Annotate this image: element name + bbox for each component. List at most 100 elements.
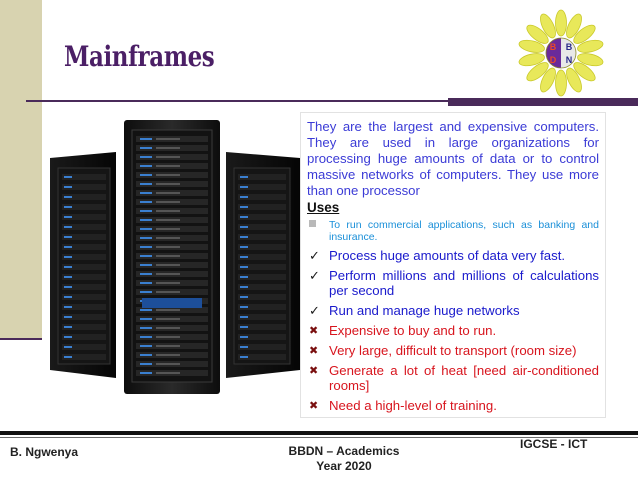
rack-unit — [64, 296, 72, 298]
list-item-text: Generate a lot of heat [need air-conditi… — [329, 363, 599, 393]
rack-unit — [64, 336, 72, 338]
rack-unit — [62, 204, 106, 210]
logo-petal — [526, 62, 549, 82]
rack-unit — [62, 334, 106, 340]
bbdn-flower-logo: B B D N — [518, 9, 604, 97]
rack-unit — [64, 206, 72, 208]
rack-unit — [140, 156, 152, 158]
intro-paragraph: They are the largest and expensive compu… — [307, 119, 599, 198]
list-item-text: Very large, difficult to transport (room… — [329, 343, 577, 358]
list-item-text: Process huge amounts of data very fast. — [329, 248, 566, 263]
list-item: ✖ Very large, difficult to transport (ro… — [307, 343, 599, 358]
logo-letter-d: D — [550, 55, 557, 65]
rack-unit — [238, 344, 286, 350]
rack-unit — [240, 356, 248, 358]
rack-unit — [140, 147, 152, 149]
rack-unit — [156, 318, 180, 320]
rack-unit — [62, 184, 106, 190]
cross-icon: ✖ — [309, 345, 319, 357]
rack-unit — [156, 282, 180, 284]
rack-unit — [240, 246, 248, 248]
list-item: To run commercial applications, such as … — [307, 219, 599, 243]
rack-unit — [238, 204, 286, 210]
rack-unit — [240, 226, 248, 228]
rack-unit — [156, 156, 180, 158]
rack-unit — [140, 228, 152, 230]
rack-unit — [62, 244, 106, 250]
left-decorative-bar — [0, 0, 42, 338]
left-divider — [0, 338, 42, 340]
rack-unit — [156, 192, 180, 194]
rack-unit — [140, 165, 152, 167]
rack-unit — [240, 286, 248, 288]
rack-unit — [140, 201, 152, 203]
rack-unit — [64, 256, 72, 258]
rack-unit — [238, 304, 286, 310]
logo-center: B B D N — [545, 37, 577, 69]
rack-unit — [156, 219, 180, 221]
rack-unit — [156, 228, 180, 230]
list-item: ✖ Need a high-level of training. — [307, 398, 599, 413]
rack-unit — [156, 264, 180, 266]
list-item-text: Expensive to buy and to run. — [329, 323, 497, 338]
rack-unit — [238, 354, 286, 360]
rack-unit — [140, 273, 152, 275]
rack-unit — [140, 372, 152, 374]
list-item-text: Run and manage huge networks — [329, 303, 520, 318]
logo-petals — [518, 9, 604, 97]
logo-letter-b1: B — [550, 42, 557, 52]
rack-unit — [156, 354, 180, 356]
rack-unit — [238, 244, 286, 250]
rack-unit — [62, 224, 106, 230]
list-item: ✖ Expensive to buy and to run. — [307, 323, 599, 338]
rack-unit — [240, 216, 248, 218]
rack-unit — [240, 256, 248, 258]
footer-year: Year 2020 — [316, 459, 372, 473]
rack-unit — [238, 264, 286, 270]
rack-unit — [156, 210, 180, 212]
rack-unit — [140, 237, 152, 239]
rack-unit — [240, 296, 248, 298]
cross-icon: ✖ — [309, 325, 319, 337]
rack-unit — [140, 246, 152, 248]
rack-unit — [156, 246, 180, 248]
rack-unit — [240, 346, 248, 348]
rack-unit — [62, 274, 106, 280]
rack-unit — [140, 183, 152, 185]
logo-petal — [518, 39, 545, 53]
rack-unit — [140, 309, 152, 311]
footer-course: IGCSE - ICT — [520, 437, 588, 451]
rack-unit — [238, 324, 286, 330]
rack-unit — [62, 194, 106, 200]
rack-unit — [156, 165, 180, 167]
footer-divider — [0, 431, 638, 435]
logo-petal — [555, 69, 567, 97]
footer-center: BBDN – Academics Year 2020 — [260, 444, 428, 474]
rack-unit — [142, 298, 202, 308]
cross-icon: ✖ — [309, 365, 319, 377]
rack-unit — [240, 306, 248, 308]
rack-unit — [156, 327, 180, 329]
rack-unit — [62, 324, 106, 330]
rack-unit — [240, 326, 248, 328]
rack-unit — [238, 294, 286, 300]
rack-unit — [62, 174, 106, 180]
rack-unit — [64, 276, 72, 278]
rack-unit — [64, 266, 72, 268]
rack-unit — [156, 309, 180, 311]
logo-petal — [540, 13, 556, 39]
list-item-text: Need a high-level of training. — [329, 398, 497, 413]
rack-unit — [140, 318, 152, 320]
footer-author: B. Ngwenya — [10, 445, 79, 459]
rack-unit — [156, 201, 180, 203]
rack-unit — [238, 314, 286, 320]
list-item-text: To run commercial applications, such as … — [329, 219, 599, 243]
footer-org: BBDN – Academics — [288, 444, 400, 458]
rack-unit — [238, 234, 286, 240]
rack-unit — [64, 346, 72, 348]
logo-petal — [555, 9, 567, 37]
rack-unit — [156, 138, 180, 140]
square-bullet-icon — [309, 220, 316, 227]
rack-unit — [140, 345, 152, 347]
rack-unit — [64, 236, 72, 238]
